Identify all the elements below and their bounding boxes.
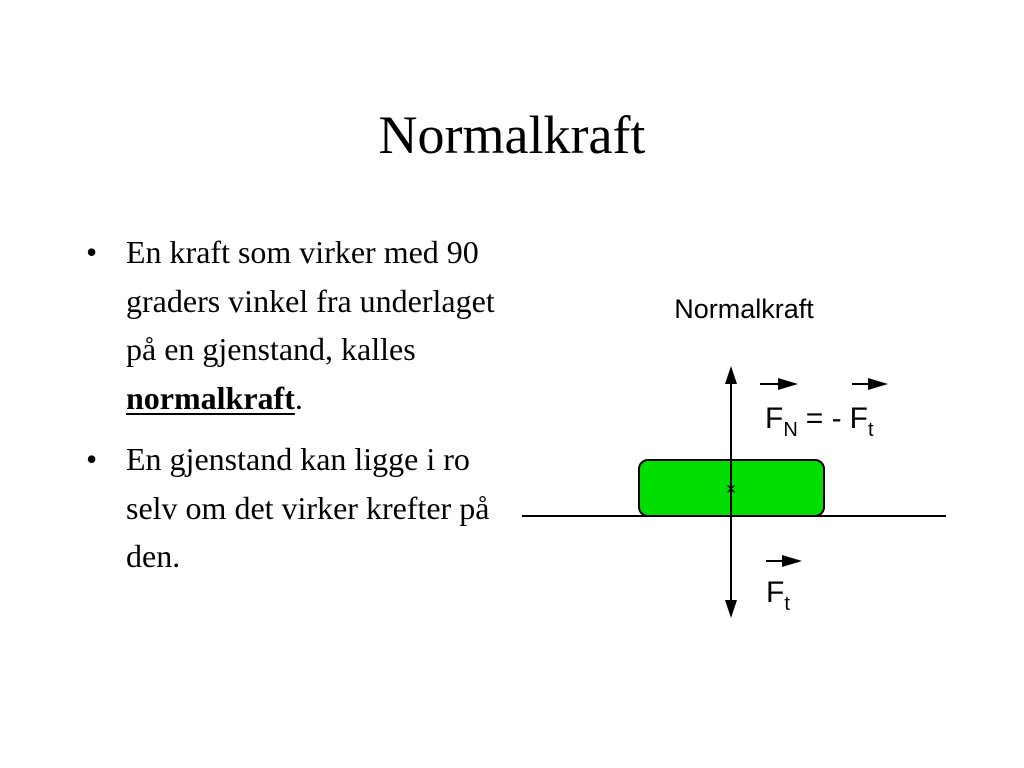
slide-title: Normalkraft: [378, 105, 646, 165]
equation-rhs-subscript: t: [868, 419, 874, 441]
equation-operator: = -: [806, 402, 842, 435]
arrow-up-icon: [725, 366, 737, 384]
vector-arrow-icon: [760, 378, 798, 390]
vector-arrow-icon: [766, 555, 802, 567]
equation-lhs-subscript: N: [783, 419, 797, 441]
bullet-1-text: En kraft som virker med 90 graders vinke…: [126, 234, 495, 367]
diagram-title: Normalkraft: [674, 294, 814, 324]
equation-lhs-symbol: F: [765, 402, 783, 435]
force-equation: FN= -Ft: [765, 402, 874, 441]
arrow-down-icon: [725, 600, 737, 618]
bullet-marker: •: [86, 441, 98, 477]
equation-rhs-symbol: F: [850, 402, 868, 435]
gravity-force-label: Ft: [766, 576, 790, 615]
lower-label-subscript: t: [784, 593, 790, 615]
bullet-item-2: • En gjenstand kan ligge i ro selv om det…: [84, 435, 504, 581]
bullet-marker: •: [86, 234, 98, 270]
bullet-1-end: .: [294, 379, 303, 416]
bullet-list: • En kraft som virker med 90 graders vink…: [84, 228, 504, 594]
vector-arrow-icon: [852, 378, 888, 390]
lower-label-symbol: F: [766, 576, 784, 609]
normal-force-diagram: Normalkraft × FN= -Ft Ft: [522, 294, 946, 618]
bullet-2-text: En gjenstand kan ligge i ro selv om det …: [126, 441, 490, 574]
keyword-normalkraft: normalkraft: [126, 379, 295, 416]
bullet-item-1: • En kraft som virker med 90 graders vink…: [84, 228, 504, 422]
